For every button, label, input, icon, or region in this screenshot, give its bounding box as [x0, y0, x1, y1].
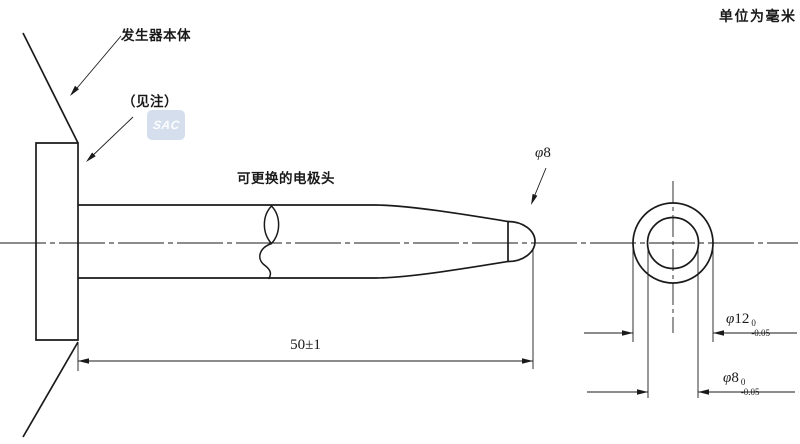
tip-diameter-value: 8: [543, 145, 551, 161]
outer-diameter-upper-tol: 0: [751, 318, 756, 328]
break-symbol-lens: [263, 204, 280, 245]
arrowheads: [70, 85, 724, 395]
generator-body-lower-edge: [22, 341, 79, 438]
length-dimension-label: 50±1: [290, 337, 321, 353]
arrow-outer-dia-right: [713, 330, 724, 336]
inner-diameter-symbol: φ: [723, 370, 732, 386]
units-note: 单位为毫米: [719, 10, 797, 25]
arrow-inner-dia-right: [698, 389, 709, 395]
inner-diameter-value: 8: [731, 370, 739, 386]
arrow-length-left: [78, 358, 89, 364]
arrow-generator-body: [70, 85, 79, 96]
arrow-see-note: [86, 152, 96, 162]
outer-diameter-symbol: φ: [726, 311, 735, 327]
see-note-leader: [87, 116, 134, 161]
arrow-outer-dia-left: [622, 330, 633, 336]
generator-body-upper-edge: [22, 32, 79, 144]
outer-diameter-value: 12: [734, 311, 750, 327]
break-symbol-curve: [259, 242, 272, 280]
tip-diameter-label: φ8: [535, 145, 551, 162]
flange-outline: [35, 142, 79, 341]
see-note-label: （见注）: [122, 94, 178, 109]
tip-diameter-symbol: φ: [535, 145, 544, 161]
inner-diameter-upper-tol: 0: [740, 377, 746, 387]
generator-body-label: 发生器本体: [121, 28, 191, 43]
shaft-bottom-edge: [78, 260, 509, 279]
arrow-length-right: [522, 358, 533, 364]
sac-watermark-text: SAC: [151, 118, 181, 132]
replaceable-tip-label: 可更换的电极头: [237, 171, 335, 186]
arrow-inner-dia-left: [637, 389, 648, 395]
tip-round-end: [507, 220, 536, 263]
inner-diameter-lower-tol: -0.05: [740, 386, 760, 397]
outer-diameter-lower-tol: -0.05: [751, 327, 771, 338]
arrow-tip-diameter: [531, 193, 538, 205]
shaft-top-edge: [78, 204, 509, 223]
generator-body-leader: [71, 35, 122, 95]
sac-watermark: SAC: [147, 110, 185, 140]
